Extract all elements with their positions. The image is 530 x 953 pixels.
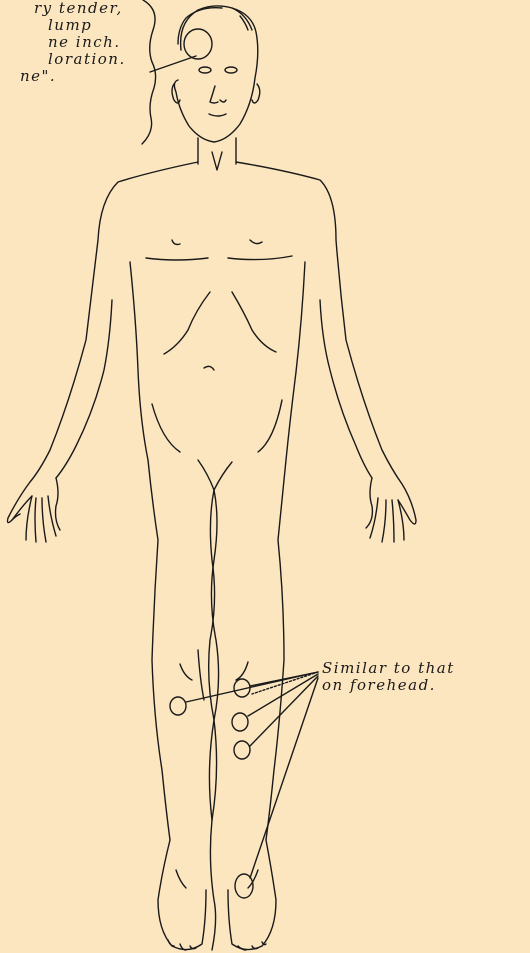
torso-right-side xyxy=(266,262,305,840)
face-features xyxy=(199,67,237,116)
head-note-line: ne". xyxy=(0,68,126,85)
hip-lines xyxy=(152,400,282,490)
head-note-line: ry tender, xyxy=(0,0,126,17)
leg-note-line: Similar to that xyxy=(322,660,455,677)
left-inner-arm xyxy=(56,300,112,478)
leg-note: Similar to that on forehead. xyxy=(322,660,455,694)
knee-details xyxy=(180,650,248,700)
head-note-leader xyxy=(150,56,196,72)
head-note-line: lump xyxy=(0,17,126,34)
leg-nodule xyxy=(232,713,248,731)
neck xyxy=(198,138,236,170)
chest-details xyxy=(146,240,292,370)
left-shoulder-arm xyxy=(8,162,199,523)
inner-leg-line xyxy=(209,490,217,950)
leg-nodule xyxy=(234,741,250,759)
head-note-bracket xyxy=(142,0,156,144)
torso-left-side xyxy=(130,262,170,840)
leg-note-line: on forehead. xyxy=(322,677,455,694)
feet xyxy=(158,840,276,950)
right-hand xyxy=(366,478,404,542)
head-note-line: loration. xyxy=(0,51,126,68)
right-inner-arm xyxy=(320,300,372,478)
head-note-line: ne inch. xyxy=(0,34,126,51)
leg-nodule xyxy=(170,697,186,715)
head-note: ry tender, lump ne inch. loration. ne". xyxy=(0,0,126,85)
leg-note-leaders xyxy=(186,672,318,878)
forehead-lump xyxy=(184,29,212,59)
head-outline xyxy=(172,6,260,142)
